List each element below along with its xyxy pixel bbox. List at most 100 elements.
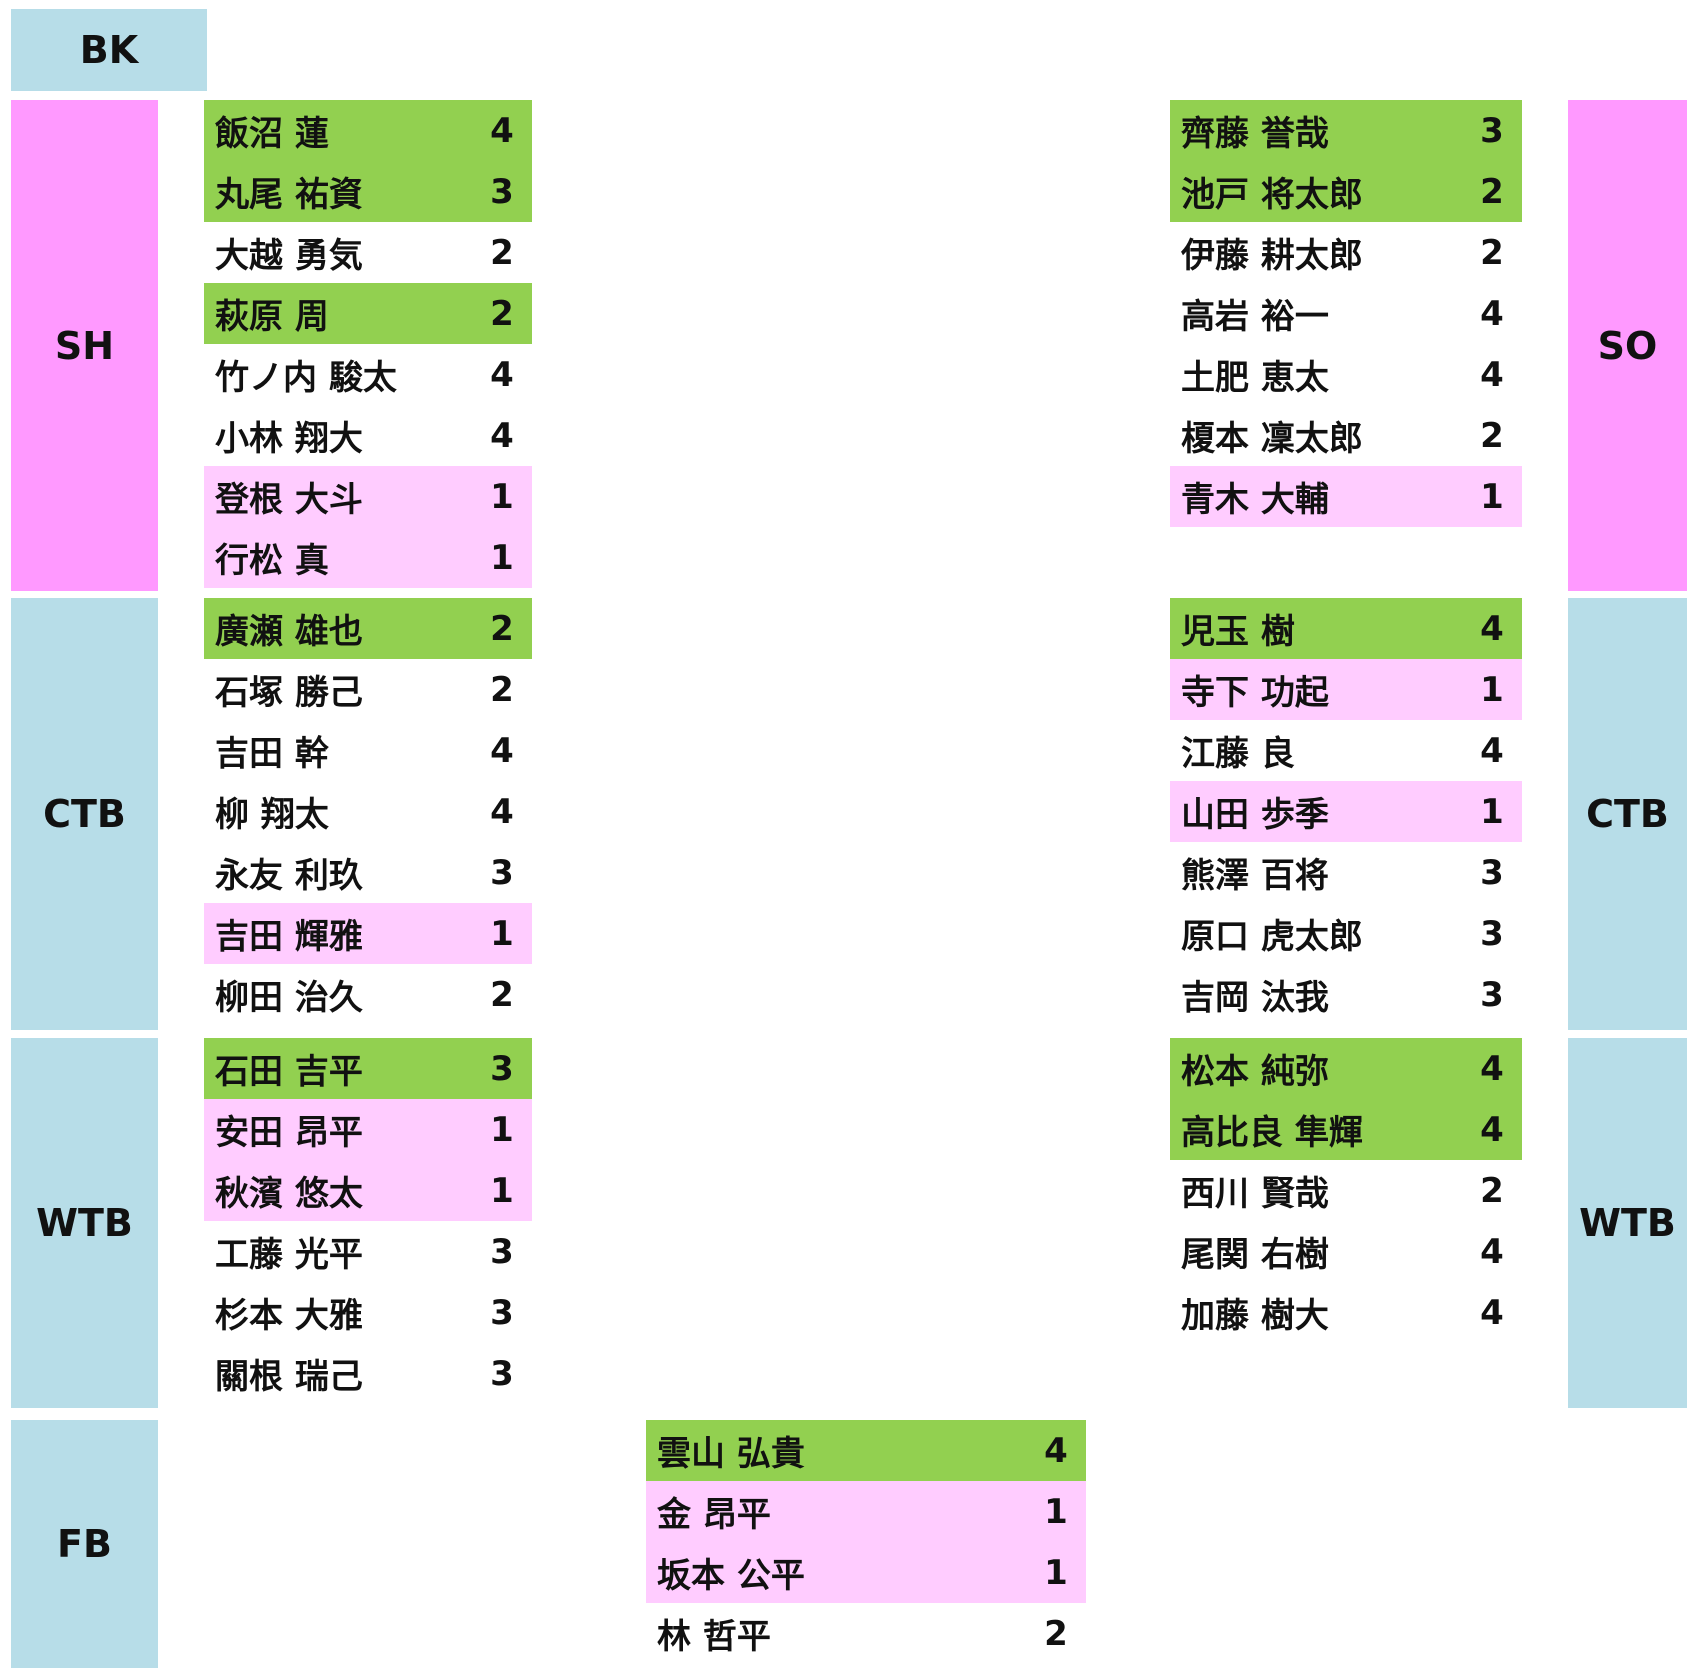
position-label-so: SO <box>1568 100 1687 591</box>
player-name: 萩原 周 <box>215 297 329 337</box>
player-number: 4 <box>1480 1292 1504 1333</box>
player-name: 榎本 凜太郎 <box>1181 419 1363 459</box>
player-name: 丸尾 祐資 <box>215 175 363 215</box>
player-name: 加藤 樹大 <box>1181 1296 1329 1336</box>
player-number: 2 <box>490 669 514 710</box>
player-number: 4 <box>490 415 514 456</box>
player-row: 松本 純弥 4 <box>1170 1038 1522 1099</box>
player-name: 飯沼 蓮 <box>215 114 329 154</box>
position-label-fb: FB <box>11 1420 158 1668</box>
player-number: 1 <box>1480 669 1504 710</box>
player-name: 吉田 輝雅 <box>215 917 363 957</box>
player-number: 4 <box>1480 293 1504 334</box>
player-number: 2 <box>490 974 514 1015</box>
player-row: 柳田 治久 2 <box>204 964 532 1025</box>
player-number: 3 <box>1480 974 1504 1015</box>
player-number: 2 <box>1044 1613 1068 1654</box>
player-number: 4 <box>490 791 514 832</box>
player-name: 吉田 幹 <box>215 734 329 774</box>
player-row: 児玉 樹 4 <box>1170 598 1522 659</box>
player-name: 松本 純弥 <box>1181 1052 1329 1092</box>
player-row: 丸尾 祐資 3 <box>204 161 532 222</box>
player-number: 4 <box>1480 730 1504 771</box>
player-number: 4 <box>1480 1109 1504 1150</box>
player-name: 土肥 恵太 <box>1181 358 1329 398</box>
player-name: 尾関 右樹 <box>1181 1235 1329 1275</box>
player-number: 1 <box>490 537 514 578</box>
player-row: 竹ノ内 駿太 4 <box>204 344 532 405</box>
player-number: 4 <box>490 354 514 395</box>
player-name: 金 昂平 <box>657 1495 771 1535</box>
player-number: 1 <box>1044 1491 1068 1532</box>
player-name: 登根 大斗 <box>215 480 363 520</box>
position-label-ctb-right: CTB <box>1568 598 1687 1030</box>
player-row: 寺下 功起 1 <box>1170 659 1522 720</box>
player-number: 3 <box>1480 913 1504 954</box>
player-number: 2 <box>1480 1170 1504 1211</box>
position-label-wtb-left: WTB <box>11 1038 158 1408</box>
position-label-ctb-left: CTB <box>11 598 158 1030</box>
player-number: 2 <box>1480 171 1504 212</box>
player-name: 廣瀬 雄也 <box>215 612 363 652</box>
player-number: 2 <box>490 608 514 649</box>
player-name: 秋濱 悠太 <box>215 1174 363 1214</box>
player-number: 1 <box>1044 1552 1068 1593</box>
player-number: 3 <box>490 171 514 212</box>
position-label-wtb-right: WTB <box>1568 1038 1687 1408</box>
player-row: 行松 真 1 <box>204 527 532 588</box>
player-name: 児玉 樹 <box>1181 612 1295 652</box>
player-number: 4 <box>490 730 514 771</box>
player-row: 加藤 樹大 4 <box>1170 1282 1522 1343</box>
player-number: 4 <box>490 110 514 151</box>
player-number: 2 <box>1480 232 1504 273</box>
player-name: 行松 真 <box>215 541 329 581</box>
player-number: 3 <box>490 1231 514 1272</box>
player-number: 3 <box>490 1353 514 1394</box>
player-row: 廣瀬 雄也 2 <box>204 598 532 659</box>
player-row: 榎本 凜太郎 2 <box>1170 405 1522 466</box>
player-row: 青木 大輔 1 <box>1170 466 1522 527</box>
player-number: 1 <box>1480 476 1504 517</box>
position-label-bk: BK <box>11 9 207 91</box>
player-number: 4 <box>1480 608 1504 649</box>
player-name: 石田 吉平 <box>215 1052 363 1092</box>
player-number: 1 <box>1480 791 1504 832</box>
player-number: 2 <box>1480 415 1504 456</box>
player-name: 柳田 治久 <box>215 978 363 1018</box>
player-name: 青木 大輔 <box>1181 480 1329 520</box>
player-name: 林 哲平 <box>657 1617 771 1657</box>
player-number: 4 <box>1480 1048 1504 1089</box>
player-name: 寺下 功起 <box>1181 673 1329 713</box>
player-name: 大越 勇気 <box>215 236 363 276</box>
player-name: 竹ノ内 駿太 <box>215 358 397 398</box>
player-row: 吉田 幹 4 <box>204 720 532 781</box>
